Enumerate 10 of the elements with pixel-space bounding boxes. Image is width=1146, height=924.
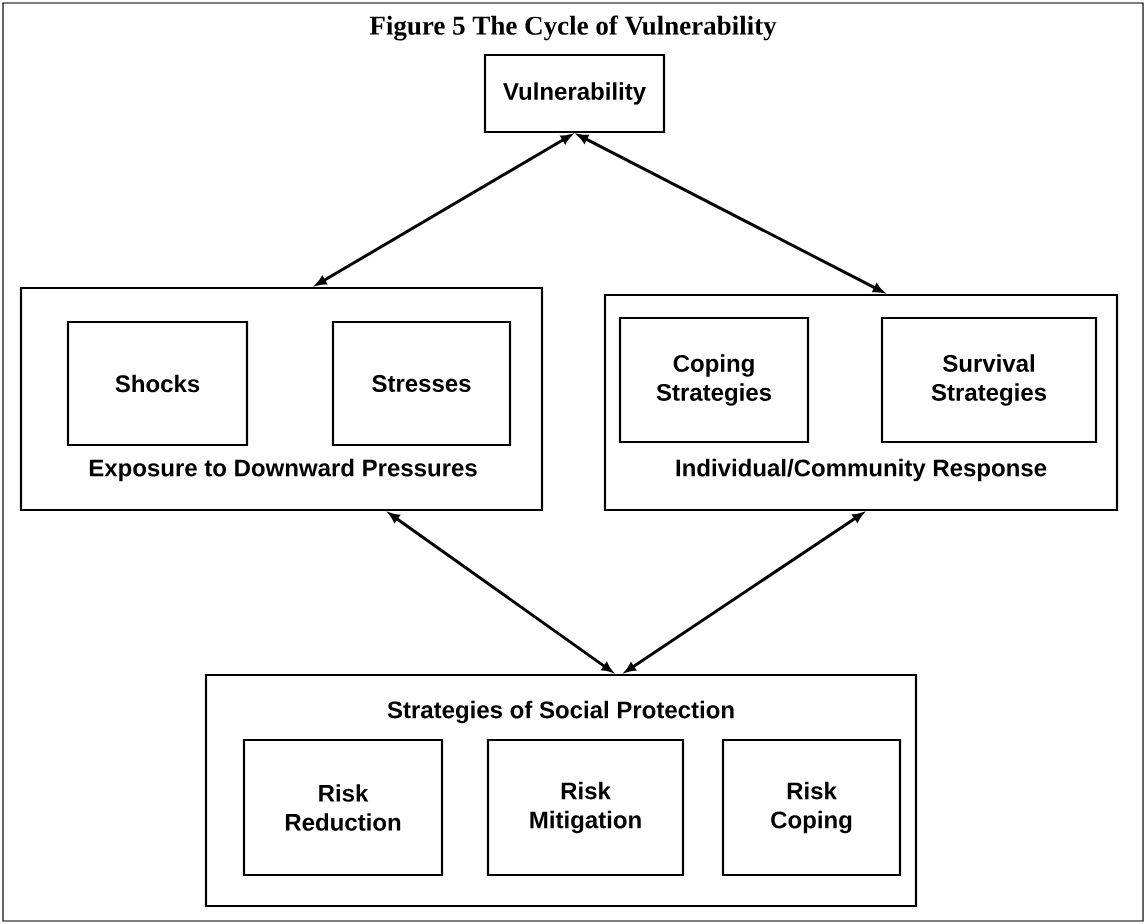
process-box: Vulnerability xyxy=(483,53,666,134)
process-box: Survival Strategies xyxy=(880,316,1098,444)
process-box: Coping Strategies xyxy=(618,316,810,444)
title: Figure 5 The Cycle of Vulnerability xyxy=(369,15,777,41)
process-box: Stresses xyxy=(331,320,512,447)
process-box: Risk Reduction xyxy=(242,738,444,877)
process-box: Risk Coping xyxy=(721,738,902,877)
process-box: Shocks xyxy=(66,320,249,447)
arrow xyxy=(389,512,613,673)
process-box: Risk Mitigation xyxy=(486,738,685,877)
